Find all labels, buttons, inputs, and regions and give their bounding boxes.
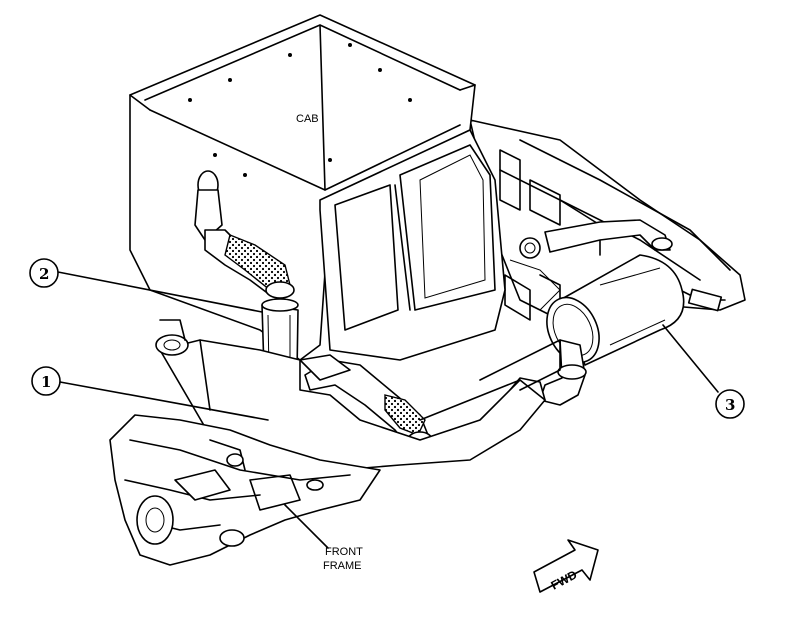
cab-label: CAB <box>296 113 319 125</box>
leader-lines <box>57 271 719 549</box>
callout-1-number: 1 <box>41 373 51 391</box>
front-frame-label-line2: FRAME <box>323 560 362 572</box>
engine-compartment <box>469 119 746 321</box>
exhaust-tube-lower <box>299 354 433 451</box>
front-frame-label-line1: FRONT <box>325 546 363 558</box>
callout-2: 2 <box>29 258 59 288</box>
callout-3-number: 3 <box>725 396 735 414</box>
forward-arrow-icon: FWD <box>533 539 599 593</box>
cab: CAB <box>129 14 506 361</box>
front-frame <box>109 414 381 566</box>
callout-3: 3 <box>715 389 745 419</box>
exhaust-tube-upper <box>544 219 673 253</box>
callout-1: 1 <box>31 366 61 396</box>
intake-duct <box>194 170 295 299</box>
callout-2-number: 2 <box>39 265 49 283</box>
